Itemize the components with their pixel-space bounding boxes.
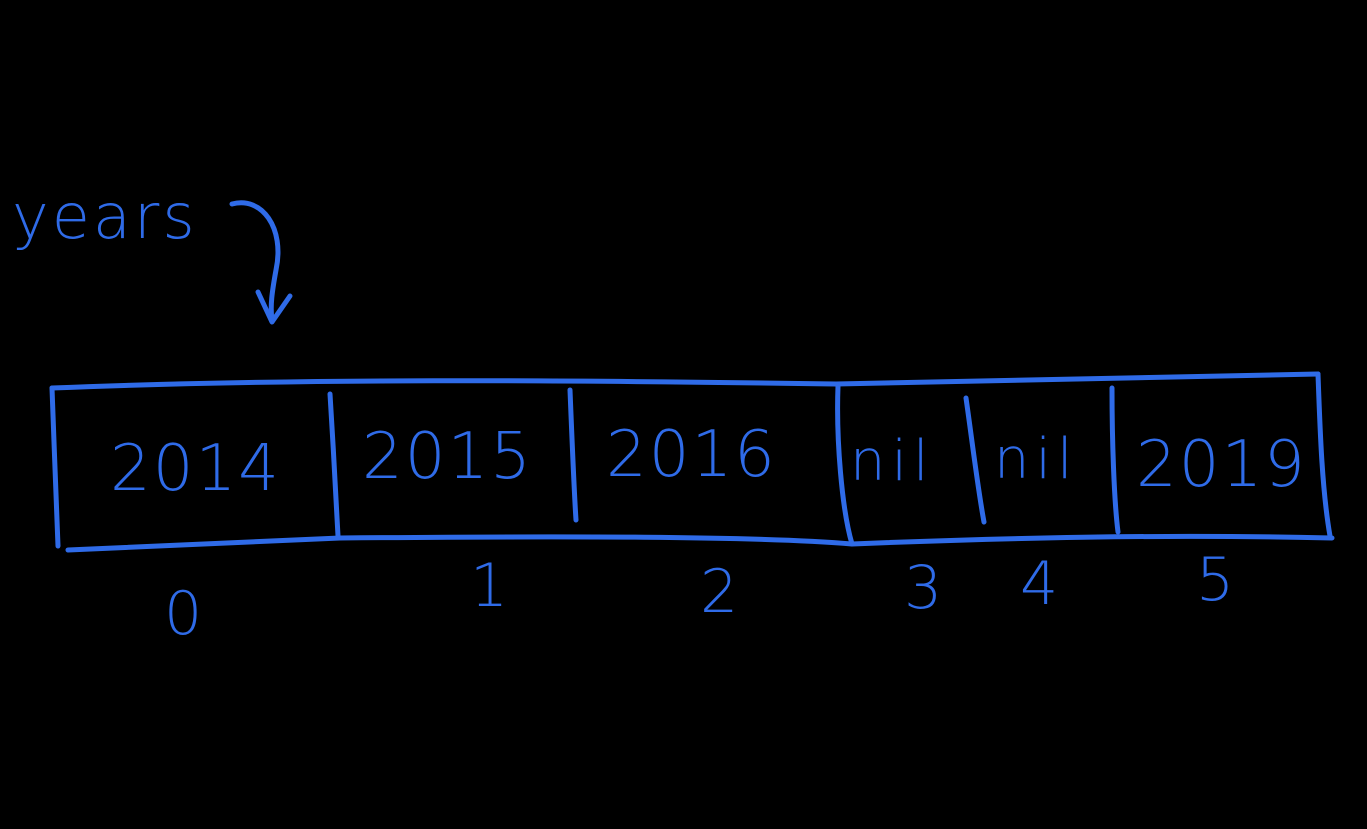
array-bottom-border [65,533,1335,553]
pointer-arrowhead [255,289,293,325]
cell-divider-1 [327,391,341,539]
index-label-2: 2 [700,557,738,627]
cell-value-4: nil [994,427,1079,492]
cell-divider-3 [835,383,855,547]
index-label-0: 0 [164,579,202,649]
array-left-border [49,385,61,549]
cell-value-2: 2016 [606,418,777,492]
index-label-4: 4 [1020,549,1058,619]
variable-label: years [12,180,198,253]
cell-value-0: 2014 [110,432,281,506]
index-label-5: 5 [1196,545,1234,615]
index-label-3: 3 [904,553,942,623]
array-top-border [49,371,1321,391]
index-label-1: 1 [470,551,508,621]
cell-divider-4 [963,395,987,525]
cell-value-3: nil [850,429,935,494]
cell-value-5: 2019 [1136,428,1307,502]
cell-divider-5 [1109,385,1121,535]
cell-value-1: 2015 [362,420,533,494]
cell-divider-2 [567,387,579,523]
array-right-border [1315,371,1333,539]
pointer-arrow [229,200,281,323]
